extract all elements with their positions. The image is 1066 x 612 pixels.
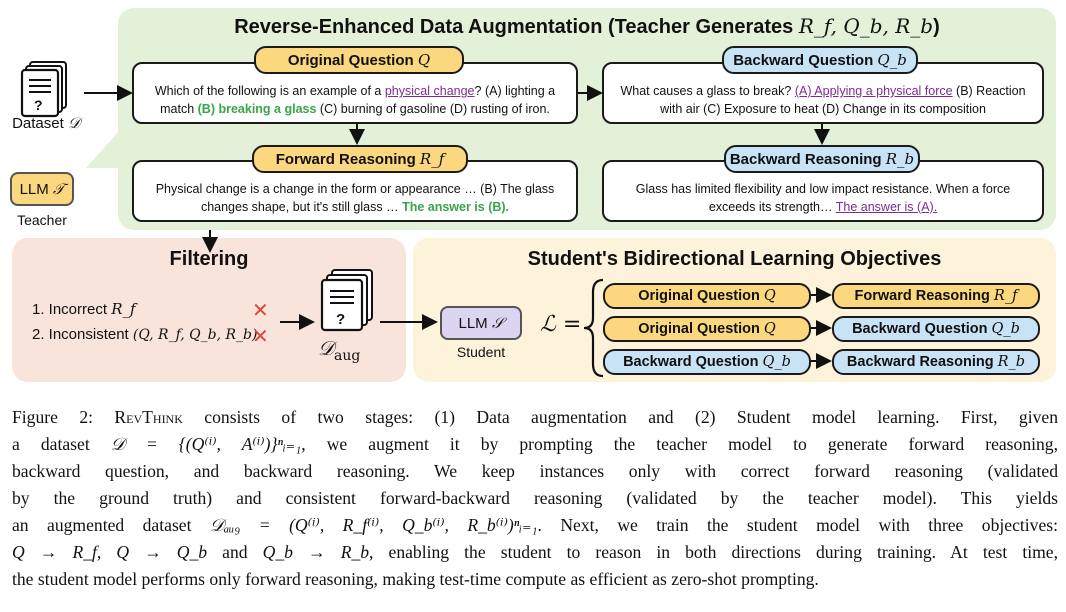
student-objectives-title: Student's Bidirectional Learning Objecti…	[527, 248, 942, 270]
augmented-dataset-label: 𝒟aug	[318, 336, 361, 364]
objective-3-input: Backward Question Q_b	[603, 349, 811, 375]
student-llm-box: LLM 𝒮	[440, 306, 522, 340]
objectives-brace	[583, 278, 604, 378]
caption-line-6: Q → R_f, Q → Q_b and Q_b → R_b, enabling…	[12, 542, 1059, 562]
cross-icon: ✕	[252, 326, 269, 348]
caption-line-2: a dataset 𝒟 = {(Q⁽ⁱ⁾, A⁽ⁱ⁾)}ⁿᵢ₌₁, we aug…	[12, 434, 1059, 454]
caption-line-5: an augmented dataset 𝒟ₐᵤ₉ = (Q⁽ⁱ⁾, R_f⁽ⁱ…	[12, 515, 1058, 535]
objective-1-input: Original Question Q	[603, 283, 811, 309]
backward-question-box: What causes a glass to break? (A) Applyi…	[602, 62, 1044, 124]
caption-line-3: backward question, and backward reasonin…	[12, 461, 1058, 481]
svg-text:?: ?	[34, 97, 43, 113]
bubble-tail	[86, 130, 120, 168]
dataset-document-icon: ?	[20, 61, 67, 118]
augmented-dataset-document-icon: ?	[320, 269, 373, 332]
caption-line-1: Figure 2: RevThink consists of two stage…	[12, 407, 1059, 427]
original-question-box: Which of the following is an example of …	[132, 62, 578, 124]
filter-item-incorrect: 1. Incorrect R_f	[32, 300, 136, 318]
cross-icon: ✕	[252, 300, 269, 322]
objective-2-input: Original Question Q	[603, 316, 811, 342]
augmentation-title: Reverse-Enhanced Data Augmentation (Teac…	[234, 14, 940, 38]
filter-item-inconsistent: 2. Inconsistent (Q, R_f, Q_b, R_b)	[32, 326, 258, 343]
caption-line-7: the student model performs only forward …	[12, 569, 819, 589]
objective-1-target: Forward Reasoning R_f	[832, 283, 1040, 309]
backward-question-pill: Backward Question Q_b	[722, 46, 918, 74]
caption-line-4: by the ground truth) and consistent forw…	[12, 488, 1058, 508]
forward-reasoning-pill: Forward Reasoning R_f	[252, 145, 468, 173]
backward-reasoning-pill: Backward Reasoning R_b	[724, 145, 920, 173]
objective-3-target: Backward Reasoning R_b	[832, 349, 1040, 375]
filtering-title: Filtering	[169, 248, 249, 270]
svg-text:?: ?	[336, 311, 345, 328]
figure-caption: Figure 2: RevThink consists of two stage…	[12, 404, 1058, 593]
teacher-llm-box: LLM 𝒯	[10, 172, 74, 206]
loss-symbol: ℒ =	[540, 312, 582, 337]
dataset-label: Dataset 𝒟	[12, 114, 80, 132]
objective-2-target: Backward Question Q_b	[832, 316, 1040, 342]
original-question-pill: Original Question Q	[254, 46, 464, 74]
teacher-label: Teacher	[17, 212, 67, 228]
student-label: Student	[456, 344, 506, 360]
